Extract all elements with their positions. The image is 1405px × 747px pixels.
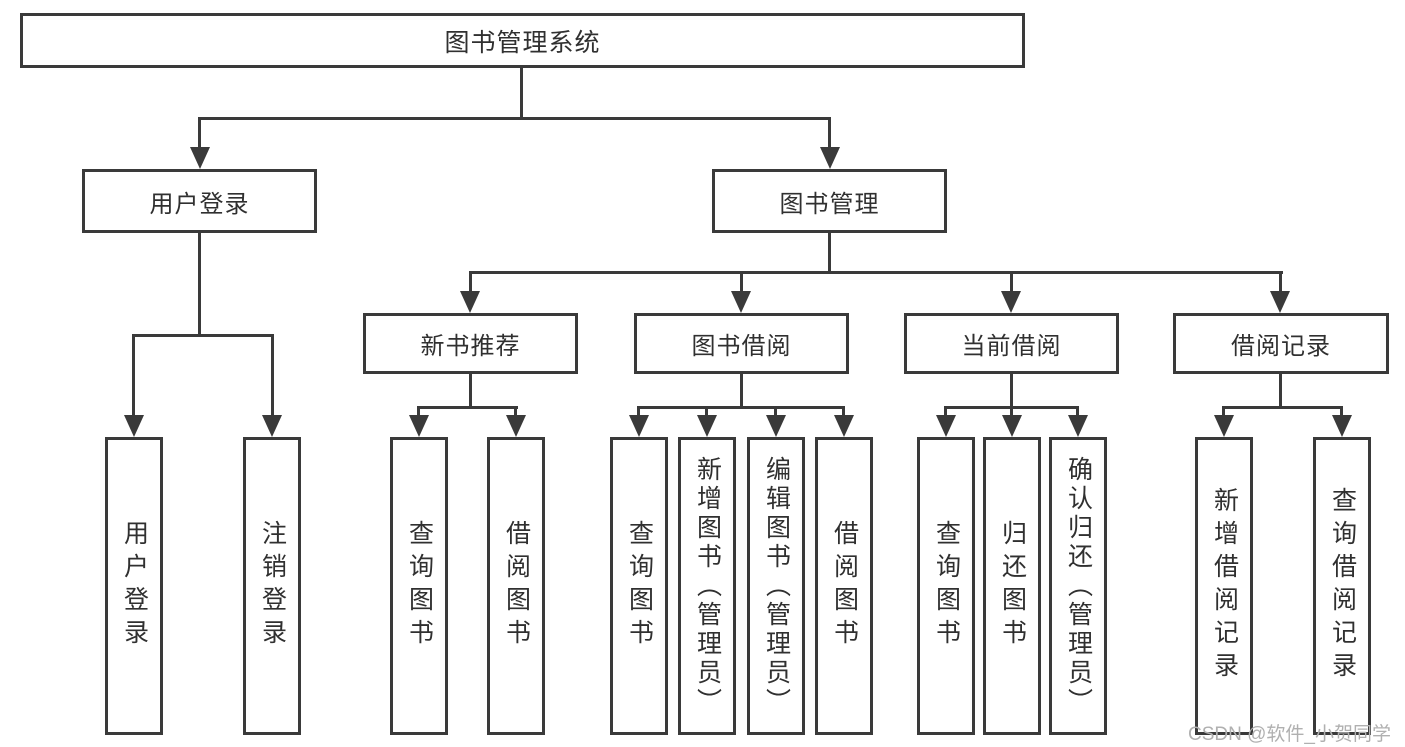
connector-line xyxy=(514,406,517,417)
connector-line xyxy=(740,271,743,293)
node-user-login: 用户登录 xyxy=(82,169,317,233)
node-borrowing-records: 借阅记录 xyxy=(1173,313,1389,374)
csdn-watermark: CSDN @软件_小贺同学 xyxy=(1188,724,1391,745)
leaf-query-books-2: 查询图书 xyxy=(610,437,668,735)
connector-line xyxy=(1010,374,1013,409)
connector-line xyxy=(1340,406,1343,417)
leaf-confirm-return-admin-label: 确认归还（管理员） xyxy=(1064,455,1093,717)
leaf-borrow-books-2-label: 借阅图书 xyxy=(830,520,859,652)
node-current-borrowing: 当前借阅 xyxy=(904,313,1119,374)
leaf-query-books-3: 查询图书 xyxy=(917,437,975,735)
arrowhead-down-icon xyxy=(731,291,751,313)
arrowhead-down-icon xyxy=(936,415,956,437)
arrowhead-down-icon xyxy=(1332,415,1352,437)
connector-line xyxy=(637,406,640,417)
leaf-return-books-label: 归还图书 xyxy=(998,520,1027,652)
node-current-borrowing-label: 当前借阅 xyxy=(961,333,1062,360)
leaf-add-books-admin-label: 新增图书（管理员） xyxy=(693,455,722,717)
connector-line xyxy=(417,406,420,417)
node-new-book-recommendation-label: 新书推荐 xyxy=(420,333,521,360)
arrowhead-down-icon xyxy=(124,415,144,437)
connector-line xyxy=(132,334,274,337)
arrowhead-down-icon xyxy=(190,147,210,169)
leaf-logout-label: 注销登录 xyxy=(258,520,287,652)
connector-line xyxy=(1010,271,1013,293)
arrowhead-down-icon xyxy=(506,415,526,437)
connector-line xyxy=(469,374,472,409)
connector-line xyxy=(828,117,831,149)
node-book-borrowing: 图书借阅 xyxy=(634,313,849,374)
leaf-user-login-label: 用户登录 xyxy=(120,520,149,652)
arrowhead-down-icon xyxy=(1270,291,1290,313)
node-library-management-system-label: 图书管理系统 xyxy=(444,28,601,57)
connector-line xyxy=(705,406,708,417)
arrowhead-down-icon xyxy=(629,415,649,437)
leaf-borrow-books-2: 借阅图书 xyxy=(815,437,873,735)
connector-line xyxy=(828,233,831,274)
connector-line xyxy=(1222,406,1343,409)
connector-line xyxy=(1076,406,1079,417)
connector-line xyxy=(271,334,274,417)
leaf-edit-books-admin: 编辑图书（管理员） xyxy=(747,437,805,735)
connector-line xyxy=(469,271,1283,274)
connector-line xyxy=(1222,406,1225,417)
leaf-edit-books-admin-label: 编辑图书（管理员） xyxy=(762,455,791,717)
connector-line xyxy=(1279,374,1282,409)
arrowhead-down-icon xyxy=(1214,415,1234,437)
leaf-user-login: 用户登录 xyxy=(105,437,163,735)
leaf-logout: 注销登录 xyxy=(243,437,301,735)
connector-line xyxy=(774,406,777,417)
connector-line xyxy=(417,406,518,409)
leaf-query-books-3-label: 查询图书 xyxy=(932,520,961,652)
connector-line xyxy=(198,117,831,120)
leaf-query-borrow-record-label: 查询借阅记录 xyxy=(1328,487,1357,685)
leaf-add-borrow-record-label: 新增借阅记录 xyxy=(1210,487,1239,685)
arrowhead-down-icon xyxy=(834,415,854,437)
node-user-login-label: 用户登录 xyxy=(149,190,250,218)
arrowhead-down-icon xyxy=(766,415,786,437)
connector-line xyxy=(469,271,472,293)
arrowhead-down-icon xyxy=(820,147,840,169)
node-borrowing-records-label: 借阅记录 xyxy=(1231,333,1331,360)
leaf-borrow-books-1-label: 借阅图书 xyxy=(502,520,531,652)
arrowhead-down-icon xyxy=(409,415,429,437)
leaf-query-books-1-label: 查询图书 xyxy=(405,520,434,652)
connector-line xyxy=(132,334,135,417)
node-book-management: 图书管理 xyxy=(712,169,947,233)
connector-line xyxy=(198,233,201,337)
leaf-query-books-1: 查询图书 xyxy=(390,437,448,735)
arrowhead-down-icon xyxy=(697,415,717,437)
connector-line xyxy=(842,406,845,417)
arrowhead-down-icon xyxy=(460,291,480,313)
leaf-confirm-return-admin: 确认归还（管理员） xyxy=(1049,437,1107,735)
node-book-management-label: 图书管理 xyxy=(779,190,880,218)
leaf-add-borrow-record: 新增借阅记录 xyxy=(1195,437,1253,735)
leaf-borrow-books-1: 借阅图书 xyxy=(487,437,545,735)
node-new-book-recommendation: 新书推荐 xyxy=(363,313,578,374)
leaf-return-books: 归还图书 xyxy=(983,437,1041,735)
arrowhead-down-icon xyxy=(1002,415,1022,437)
leaf-add-books-admin: 新增图书（管理员） xyxy=(678,437,736,735)
connector-line xyxy=(520,66,523,120)
node-library-management-system: 图书管理系统 xyxy=(20,13,1025,68)
connector-line xyxy=(1279,271,1282,293)
leaf-query-borrow-record: 查询借阅记录 xyxy=(1313,437,1371,735)
connector-line xyxy=(198,117,201,149)
leaf-query-books-2-label: 查询图书 xyxy=(625,520,654,652)
arrowhead-down-icon xyxy=(1068,415,1088,437)
node-book-borrowing-label: 图书借阅 xyxy=(691,333,792,360)
arrowhead-down-icon xyxy=(1001,291,1021,313)
connector-line xyxy=(1010,406,1013,417)
connector-line xyxy=(944,406,947,417)
connector-line xyxy=(740,374,743,409)
connector-line xyxy=(637,406,845,409)
arrowhead-down-icon xyxy=(262,415,282,437)
